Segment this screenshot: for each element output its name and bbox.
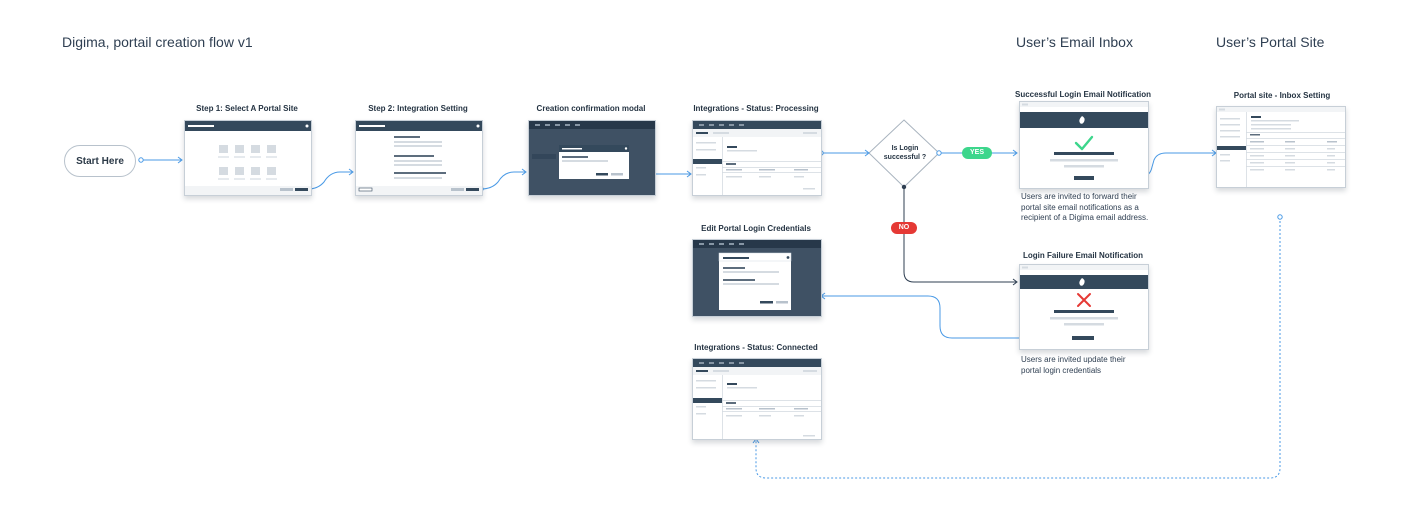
screen-status-connected[interactable]: [692, 358, 822, 440]
label-edit-credentials: Edit Portal Login Credentials: [701, 224, 811, 233]
connector-inbox-connected: [755, 217, 1281, 479]
connector-step2-modal: [480, 171, 525, 190]
screen-integration-setting[interactable]: [355, 120, 483, 196]
success-desc-line1: Users are invited to forward their: [1021, 192, 1137, 201]
label-inbox-setting: Portal site - Inbox Setting: [1233, 91, 1331, 100]
label-confirmation-modal: Creation confirmation modal: [536, 104, 646, 113]
success-desc-line3: recipient of a Digima email address.: [1021, 213, 1149, 222]
decision-line1: Is Login: [891, 145, 919, 152]
connector-failure-edit: [822, 295, 1072, 339]
success-description: Users are invited to forward their porta…: [1021, 192, 1161, 224]
connector-decision-failure: [903, 187, 1016, 283]
screen-edit-credentials[interactable]: [692, 239, 822, 317]
failure-cross-icon: [1077, 293, 1091, 307]
no-pill: NO: [891, 222, 917, 234]
start-node[interactable]: Start Here: [64, 145, 136, 177]
failure-description: Users are invited update their portal lo…: [1021, 355, 1161, 376]
portal-site-heading: User’s Portal Site: [1216, 34, 1325, 50]
label-select-portal: Step 1: Select A Portal Site: [196, 104, 298, 113]
label-failure-email: Login Failure Email Notification: [1022, 251, 1144, 260]
screen-inbox-setting[interactable]: [1216, 106, 1346, 188]
flow-title: Digima, portail creation flow v1: [62, 34, 253, 50]
label-success-email: Successful Login Email Notification: [1014, 90, 1152, 99]
failure-desc-line2: portal login credentials: [1021, 365, 1102, 375]
decision-line2: successful ?: [883, 154, 927, 161]
screen-status-processing[interactable]: [692, 120, 822, 196]
label-status-connected: Integrations - Status: Connected: [694, 343, 818, 352]
yes-pill: YES: [962, 147, 992, 159]
screen-success-email[interactable]: [1019, 101, 1149, 189]
decision-text: Is Login successful ?: [870, 144, 940, 162]
screen-select-portal[interactable]: [184, 120, 312, 196]
success-desc-line2: portal site email notifications as a: [1021, 202, 1139, 212]
connector-step1-step2: [307, 171, 352, 190]
label-integration-setting: Step 2: Integration Setting: [368, 104, 468, 113]
screen-confirmation-modal[interactable]: [528, 120, 656, 196]
label-status-processing: Integrations - Status: Processing: [693, 104, 819, 113]
failure-desc-line1: Users are invited update their: [1021, 355, 1126, 364]
screen-failure-email[interactable]: [1019, 264, 1149, 350]
email-inbox-heading: User’s Email Inbox: [1016, 34, 1133, 50]
success-check-icon: [1074, 135, 1094, 151]
